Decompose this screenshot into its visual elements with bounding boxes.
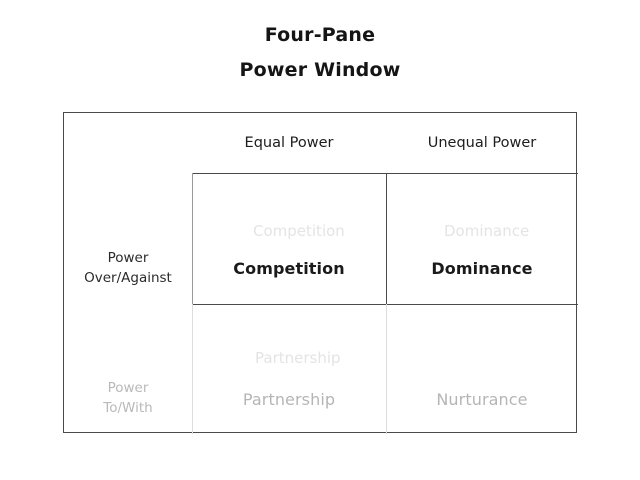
row-header-line-2: To/With — [103, 400, 153, 416]
row-header-power-to-with: Power To/With — [64, 364, 192, 434]
quadrant-nurturance: Nurturance — [386, 364, 578, 434]
quadrant-label: Dominance — [431, 259, 533, 278]
column-header-label: Unequal Power — [427, 135, 537, 151]
row-header-label: Power To/With — [103, 379, 152, 418]
grid-rule-column-divider-top — [386, 173, 388, 304]
column-header-unequal-power: Unequal Power — [386, 113, 578, 173]
quadrant-label: Competition — [233, 259, 345, 278]
title-line-1: Four-Pane — [264, 24, 376, 46]
grid-rule-label-column-bottom — [192, 304, 194, 434]
row-header-power-over-against: Power Over/Against — [64, 173, 192, 364]
grid-rule-header — [192, 173, 578, 175]
slide-title: Four-Pane Power Window — [0, 26, 640, 80]
quadrant-competition: Competition — [192, 173, 386, 364]
quadrant-partnership: Partnership — [192, 364, 386, 434]
row-header-line-2: Over/Against — [84, 269, 172, 286]
row-header-line-1: Power — [107, 249, 149, 266]
row-header-line-1: Power — [107, 380, 149, 397]
quadrant-label: Nurturance — [436, 389, 528, 409]
quadrant-label: Partnership — [242, 389, 336, 409]
quadrant-dominance: Dominance — [386, 173, 578, 364]
row-header-label: Power Over/Against — [84, 249, 172, 288]
grid-rule-label-column-top — [192, 173, 194, 304]
matrix-corner-cell — [64, 113, 192, 173]
grid-rule-row-divider — [192, 304, 578, 306]
column-header-equal-power: Equal Power — [192, 113, 386, 173]
column-header-label: Equal Power — [244, 135, 334, 151]
grid-rule-column-divider-bottom — [386, 304, 388, 434]
title-line-2: Power Window — [239, 59, 401, 81]
power-window-matrix: Equal Power Unequal Power Power Over/Aga… — [63, 112, 578, 434]
